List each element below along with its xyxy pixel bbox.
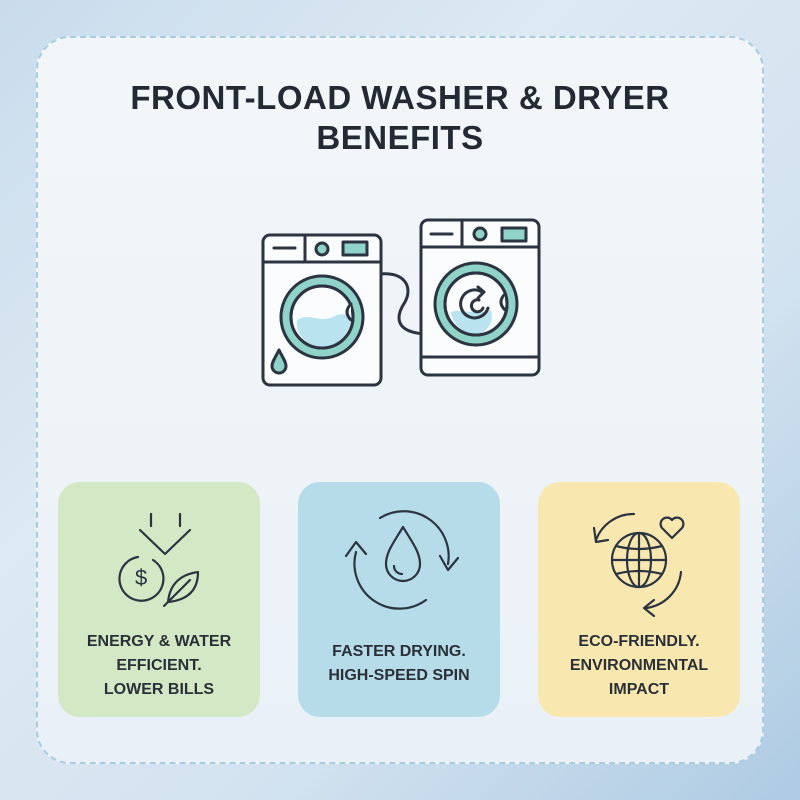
- benefit-card-efficiency: $ ENERGY & WATER EFFICIENT. LOWER BILLS: [58, 482, 260, 717]
- card-text: ENERGY & WATER EFFICIENT. LOWER BILLS: [86, 633, 232, 698]
- water-drop-cycle-icon: [344, 510, 460, 610]
- benefit-card-drying: FASTER DRYING. HIGH-SPEED SPIN: [298, 482, 500, 717]
- benefit-card-eco: ECO-FRIENDLY. ENVIRONMENTAL IMPACT: [538, 482, 740, 717]
- page-title: FRONT-LOAD WASHER & DRYER BENEFITS: [0, 78, 800, 158]
- svg-text:$: $: [135, 565, 147, 590]
- card-text: FASTER DRYING. HIGH-SPEED SPIN: [328, 643, 470, 684]
- title-line-2: BENEFITS: [316, 119, 484, 156]
- globe-heart-recycle-icon: [592, 512, 685, 618]
- card-text: ECO-FRIENDLY. ENVIRONMENTAL IMPACT: [569, 633, 709, 698]
- savings-dollar-leaf-icon: $: [118, 512, 200, 608]
- title-line-1: FRONT-LOAD WASHER & DRYER: [130, 79, 670, 116]
- washer-dryer-illustration-icon: [261, 218, 541, 387]
